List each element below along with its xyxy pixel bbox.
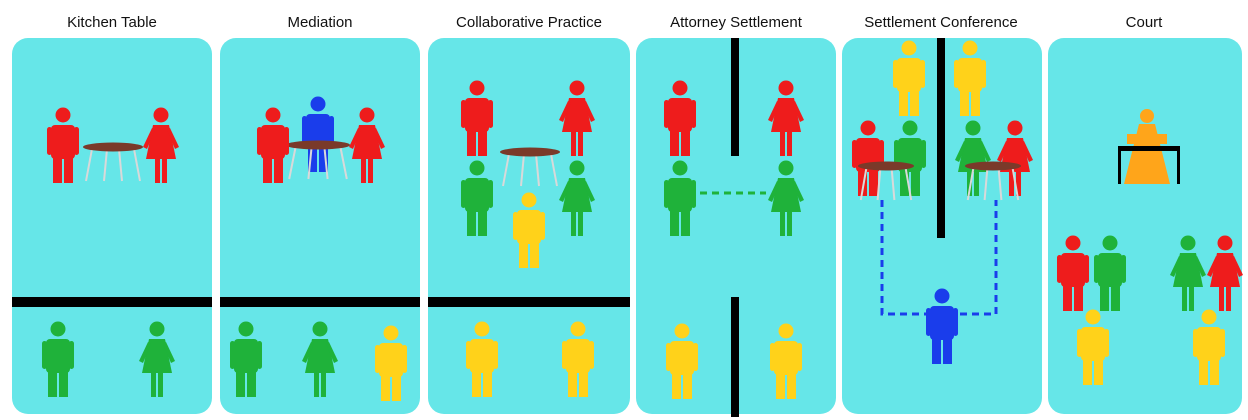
conference-barrier [937,38,945,238]
kitchen-table-table [83,142,143,182]
collab-client-woman [559,80,595,156]
court-lawyer-woman [1170,235,1206,311]
court-professional-left [1077,309,1109,385]
mediation-client-man [257,107,289,183]
conference-judge-mediator [926,288,958,364]
attorney-lawyer-woman [768,160,804,236]
panel-title-settlement-conference: Settlement Conference [864,14,1018,31]
conference-professional-left [893,40,925,116]
mediation-divider-bar [220,297,420,307]
mediation-table [286,140,350,180]
collab-table [500,147,560,187]
panel-title-court: Court [1125,14,1163,31]
collab-lawyer-man [461,160,493,236]
conference-table-left [858,161,914,201]
attorney-barrier-top [731,38,739,156]
collab-client-man [461,80,493,156]
court-lawyer-man [1094,235,1126,311]
panel-title-kitchen-table: Kitchen Table [67,14,157,31]
court-professional-right [1193,309,1225,385]
panel-title-mediation: Mediation [287,14,353,31]
mediation-lawyer-man [230,321,262,397]
collab-professional-right [562,321,594,397]
attorney-client-woman [768,80,804,156]
court-bench [1118,146,1180,184]
mediation-client-woman [349,107,385,183]
attorney-lawyer-man [664,160,696,236]
mediation-lawyer-woman [302,321,338,397]
kitchen-lawyer-man [42,321,74,397]
mediation-mediator [302,96,334,172]
panel-title-attorney-settlement: Attorney Settlement [670,14,802,31]
conference-professional-right [954,40,986,116]
court-judge [1124,109,1170,184]
kitchen-client-man [47,107,79,183]
panel-title-collaborative-practice: Collaborative Practice [456,14,602,31]
collab-lawyer-woman [559,160,595,236]
collab-divider-bar [428,297,630,307]
conference-table-right [965,161,1021,201]
kitchen-lawyer-woman [139,321,175,397]
attorney-client-man [664,80,696,156]
attorney-professional-left [666,323,698,399]
mediation-professional [375,325,407,401]
attorney-barrier-bottom [731,297,739,417]
collab-professional-left [466,321,498,397]
court-client-woman [1207,235,1243,311]
kitchen-divider-bar [12,297,212,307]
kitchen-client-woman [143,107,179,183]
attorney-professional-right [770,323,802,399]
court-client-man [1057,235,1089,311]
collab-professional [513,192,545,268]
